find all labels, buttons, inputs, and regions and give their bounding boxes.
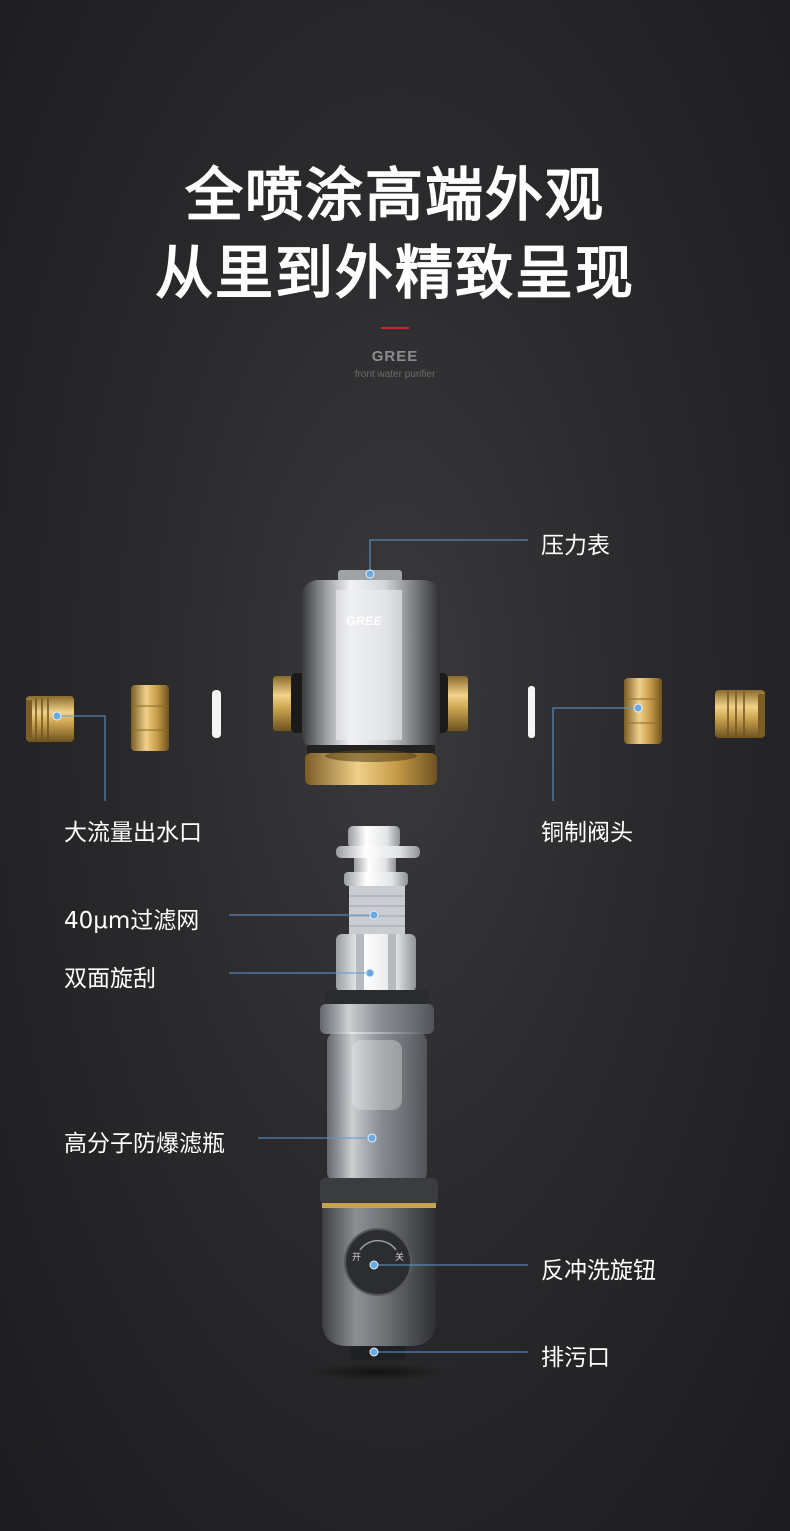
- filter-cartridge: [336, 826, 420, 992]
- filter-head: [273, 570, 468, 785]
- callout-leader-lines: [60, 539, 635, 1353]
- left-gasket: [212, 690, 221, 738]
- right-brass-adapter: [715, 690, 765, 738]
- left-brass-adapter: [26, 696, 74, 742]
- label-backwash-knob: 反冲洗旋钮: [541, 1258, 656, 1284]
- knob-close-label: 关: [395, 1252, 405, 1262]
- label-pressure-gauge: 压力表: [541, 533, 610, 559]
- knob-open-label: 开: [352, 1252, 362, 1262]
- label-filter-mesh: 40μm过滤网: [64, 908, 200, 934]
- brand-tagline: front water purifier: [354, 369, 436, 380]
- callout-dots: [52, 569, 643, 1357]
- right-gasket: [528, 686, 535, 738]
- right-brass-nut: [624, 678, 662, 744]
- headline-line-1: 全喷涂高端外观: [184, 161, 605, 229]
- brand-accent-bar: [381, 327, 409, 329]
- bottom-housing: [308, 1178, 448, 1380]
- left-brass-nut: [131, 685, 169, 751]
- brand-name: GREE: [371, 348, 419, 365]
- headline-line-2: 从里到外精致呈现: [154, 239, 635, 307]
- label-filter-bottle: 高分子防爆滤瓶: [64, 1131, 225, 1157]
- label-copper-valve: 铜制阀头: [541, 820, 633, 846]
- label-drain: 排污口: [541, 1345, 610, 1371]
- filter-bottle: [320, 990, 434, 1182]
- label-outlet: 大流量出水口: [64, 820, 202, 846]
- product-gree-logo: GREE: [346, 614, 383, 628]
- label-double-scraper: 双面旋刮: [64, 966, 156, 992]
